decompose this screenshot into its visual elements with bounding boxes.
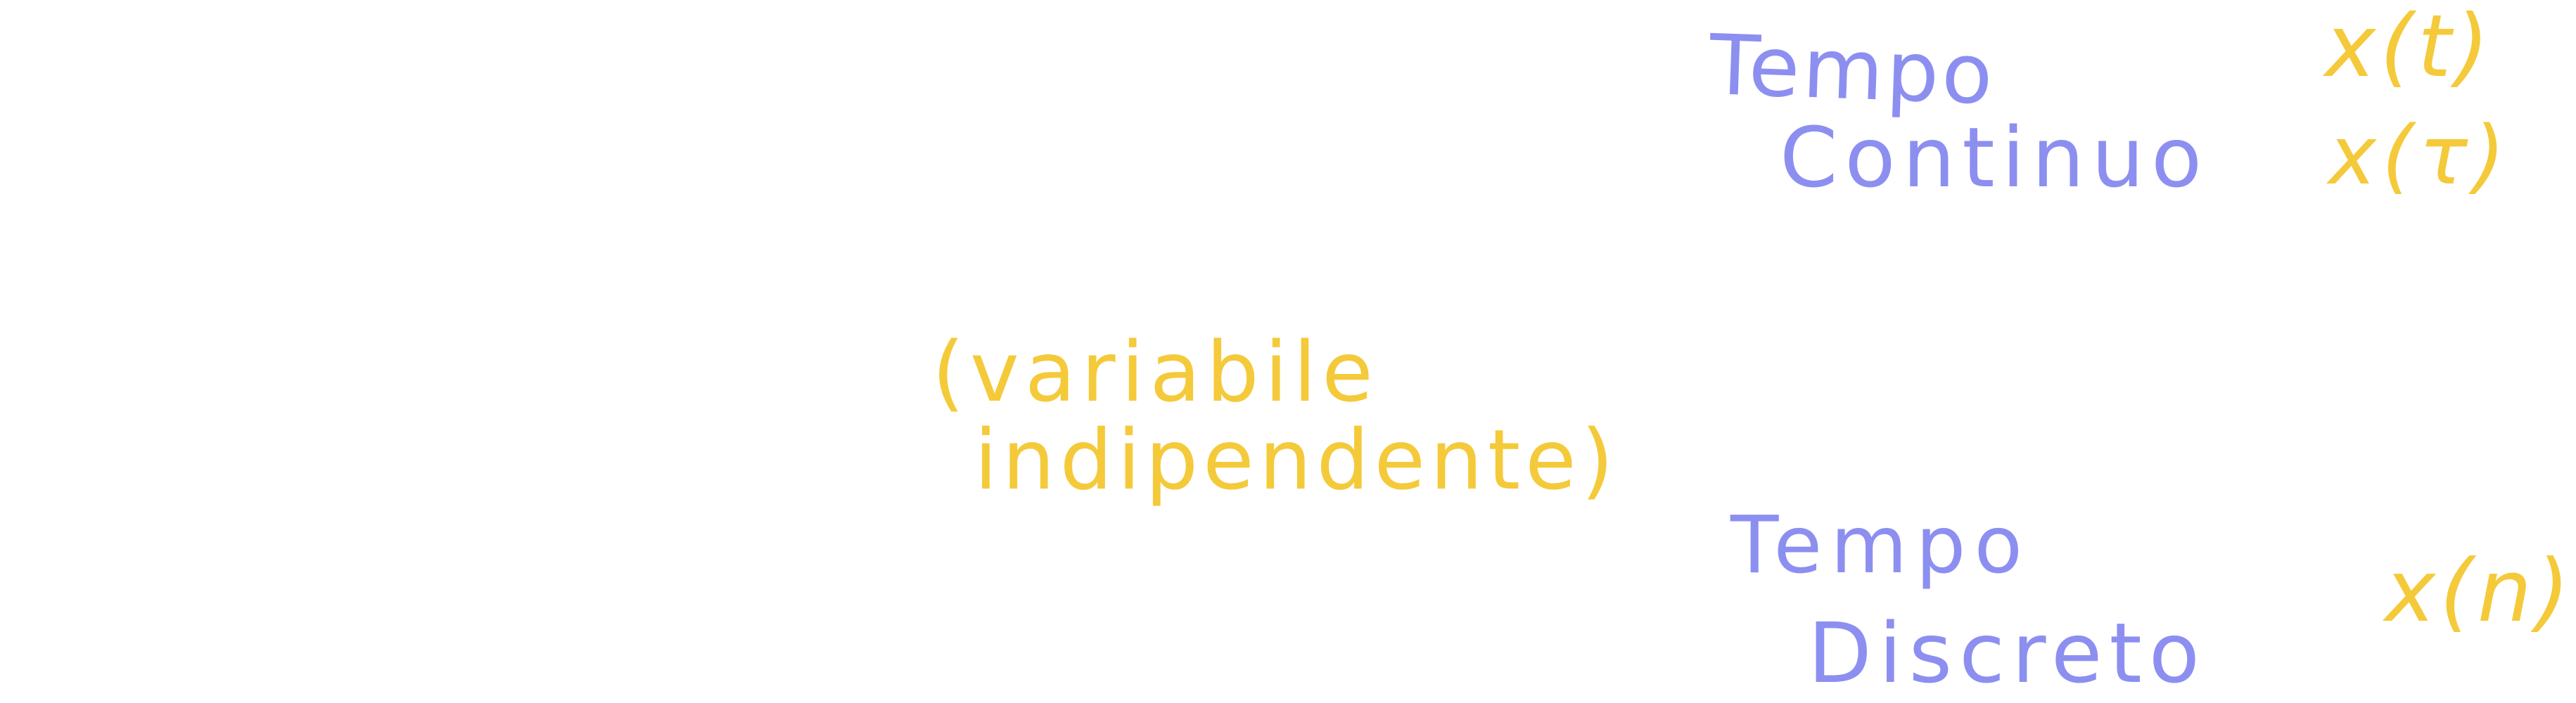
variabile-indipendente-line1: (variabile — [932, 323, 1379, 420]
tempo-continuo-line2: Continuo — [1780, 109, 2210, 206]
signal-x-of-tau: x(τ) — [2328, 109, 2511, 203]
signal-x-of-t: x(t) — [2325, 0, 2494, 96]
tempo-discreto-line1: Tempo — [1730, 500, 2032, 591]
tempo-discreto-line2: Discreto — [1808, 605, 2207, 702]
variabile-indipendente-line2: indipendente) — [974, 411, 1619, 508]
signal-x-of-n: x(n) — [2385, 541, 2574, 641]
tempo-continuo-line1: Tempo — [1707, 15, 1997, 124]
